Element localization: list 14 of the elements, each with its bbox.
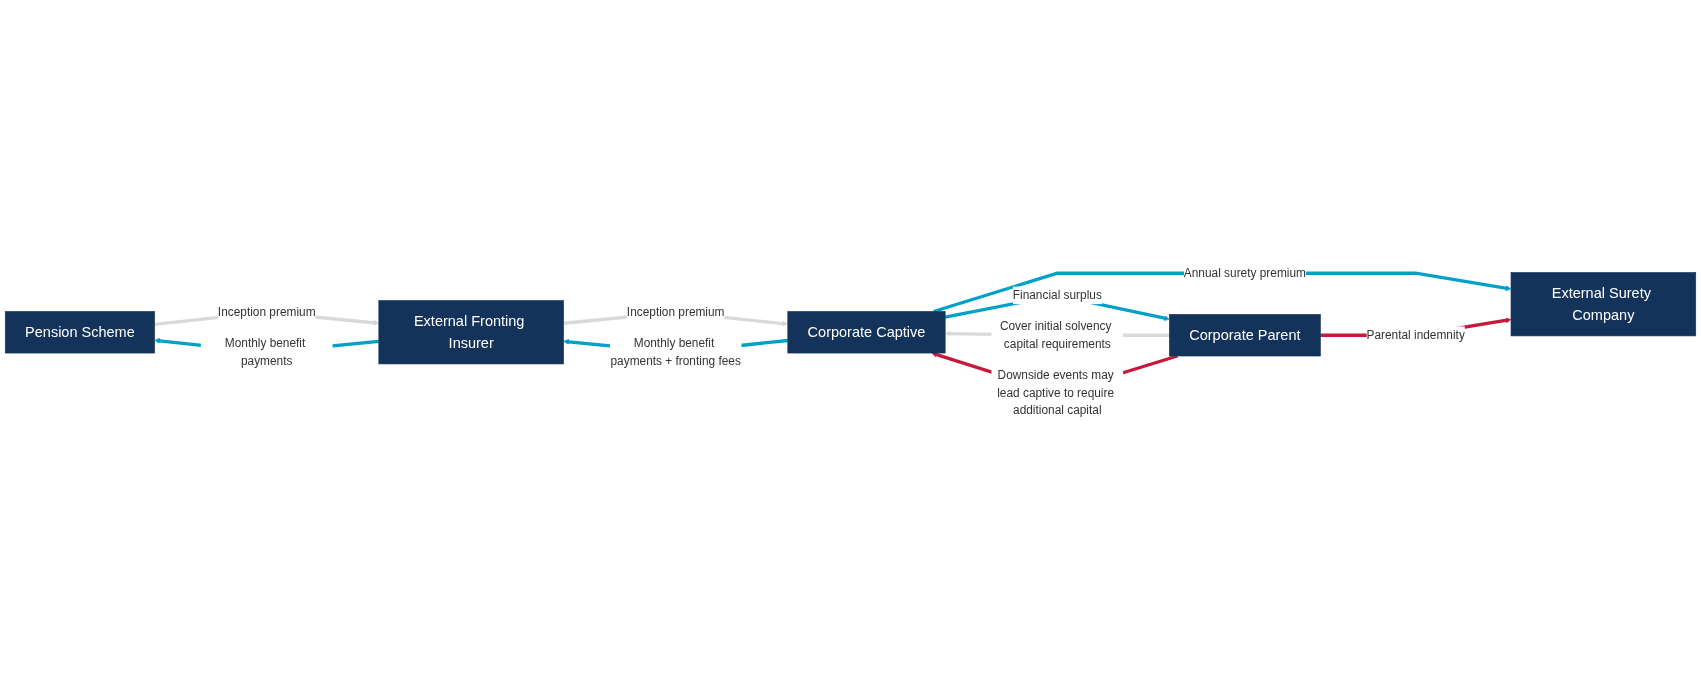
edge-label: Cover initial solvency capital requirements [999,319,1112,351]
edge-label: Inception premium [626,305,725,319]
edge-label: Financial surplus [1012,288,1102,302]
edge-label: Annual surety premium [1183,266,1306,280]
edge-label: Monthly benefit payments [224,336,306,368]
edge-label: Downside events may lead captive to require additional capital [997,368,1115,418]
node-box: External Surety Company [1510,272,1697,337]
edge-label: Parental indemnity [1366,328,1465,342]
node-box: Pension Scheme [4,311,155,354]
edge-label: Inception premium [217,305,316,319]
node-box: Corporate Parent [1169,314,1321,357]
edge-label: Monthly benefit payments + fronting fees [610,336,741,368]
node-box: Corporate Captive [787,311,946,354]
node-box: External Fronting Insurer [378,300,564,365]
